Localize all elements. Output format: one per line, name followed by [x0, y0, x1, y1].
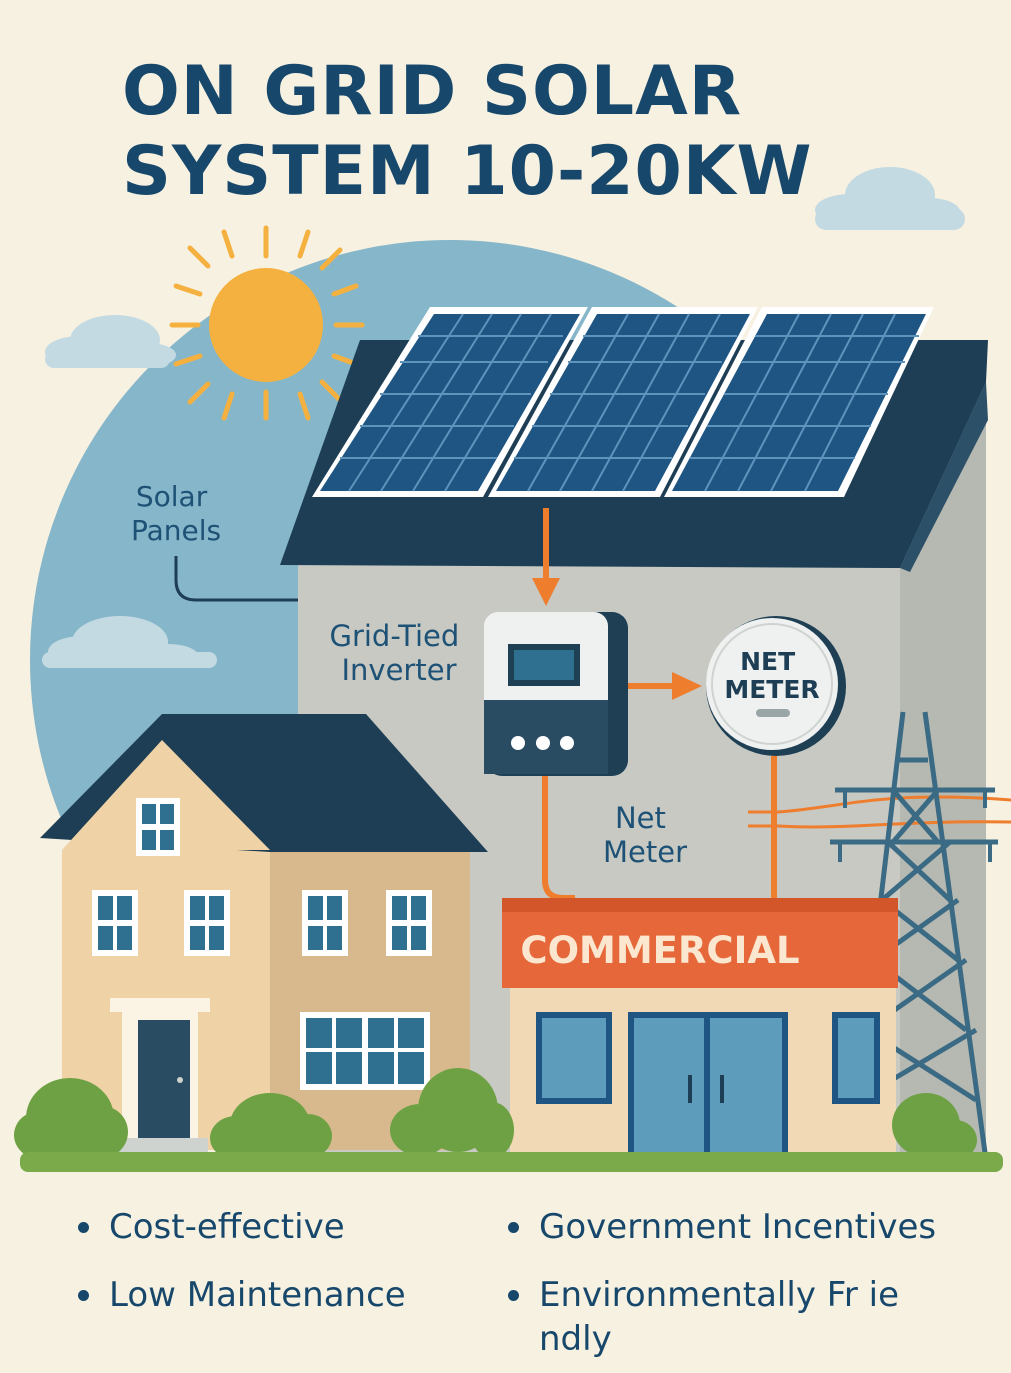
cloud-icon: [815, 167, 965, 230]
bullet-icon: [78, 1222, 89, 1233]
bush: [390, 1068, 514, 1158]
solar-panel: [664, 307, 934, 497]
solar-panels-label: Solar Panels: [131, 480, 221, 547]
arrow-right-icon: [628, 672, 702, 700]
bush: [892, 1093, 977, 1160]
bush: [14, 1078, 128, 1159]
bullet-icon: [78, 1290, 89, 1301]
commercial-building: [502, 898, 898, 1160]
bullet-icon: [508, 1222, 519, 1233]
bullet-icon: [508, 1290, 519, 1301]
arrow-down-icon: [532, 508, 560, 606]
title-line-2: SYSTEM 10-20KW: [122, 132, 813, 211]
solar-panel: [312, 307, 588, 497]
bush: [210, 1093, 332, 1160]
inverter-device: [484, 612, 628, 776]
solar-panel: [488, 307, 758, 497]
page-title: ON GRID SOLAR SYSTEM 10-20KW: [122, 52, 813, 212]
wiring: [542, 756, 1011, 901]
benefit-item: Low Maintenance: [78, 1273, 406, 1317]
net-meter-label: Net Meter: [603, 801, 687, 869]
benefit-item: Cost-effective: [78, 1205, 345, 1249]
net-meter-device: [706, 616, 846, 756]
solar-panel-array: [312, 307, 934, 497]
net-meter-face-text: NET METER: [724, 647, 819, 704]
sun-icon: [169, 225, 365, 421]
cloud-icon: [45, 315, 176, 368]
house: [40, 714, 488, 1154]
commercial-sign-text: COMMERCIAL: [520, 929, 799, 972]
benefits-list: Cost-effective Low Maintenance Governmen…: [78, 1205, 978, 1365]
leader-line: [174, 556, 298, 602]
benefit-item: Environmentally Fr iendly: [508, 1273, 908, 1361]
benefit-item: Government Incentives: [508, 1205, 936, 1249]
inverter-label: Grid-Tied Inverter: [329, 619, 468, 687]
title-line-1: ON GRID SOLAR: [122, 52, 743, 131]
cloud-icon: [42, 616, 217, 668]
ground: [20, 1152, 1003, 1172]
